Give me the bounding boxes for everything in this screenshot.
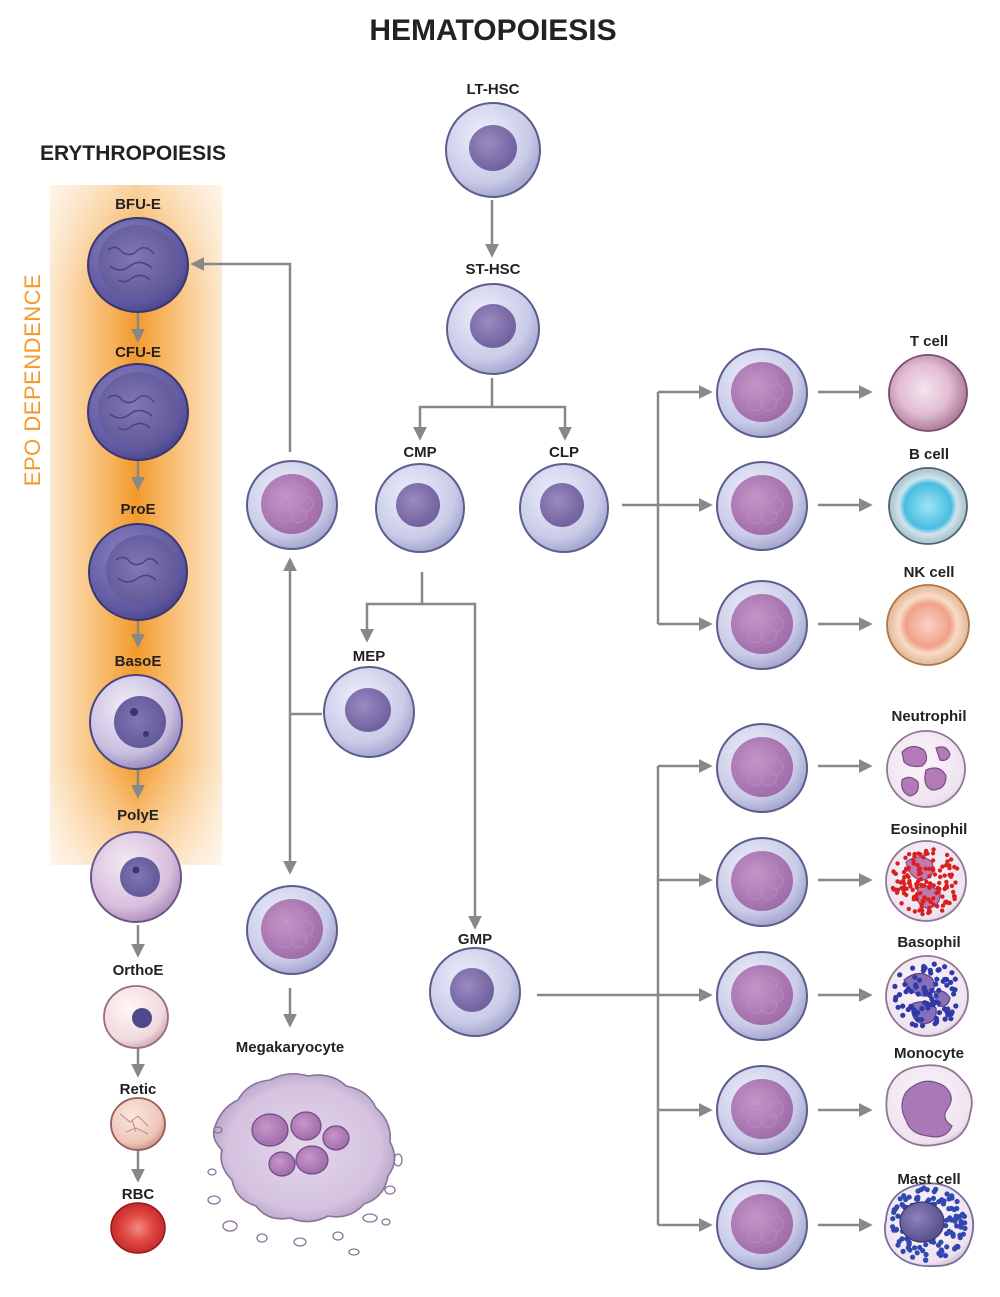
monocyte-cell [885,1064,973,1147]
label-orthoe: OrthoE [113,962,164,979]
proe-cell [88,523,188,621]
st-hsc-cell [446,283,540,375]
megakaryocyte-cell [207,1072,403,1256]
neutrophil-cell [886,730,966,808]
retic-cell [110,1097,166,1151]
progenitor-b-lineage [716,461,808,551]
label-basophil: Basophil [897,934,960,951]
diagram-title: HEMATOPOIESIS [369,14,616,47]
progenitor-monocyte-lineage [716,1065,808,1155]
label-eosinophil: Eosinophil [891,821,968,838]
cfu-e-cell [87,363,189,461]
rbc-cell [110,1202,166,1254]
progenitor-eosinophil-lineage [716,837,808,927]
arrow-cmp-mep [360,572,424,643]
arrow-sthsc-cmp [413,378,494,441]
t-cell [888,354,968,432]
committed-progenitors [246,348,808,1270]
basophil-cell [885,955,969,1037]
arrow-cmp-gmp [422,602,482,930]
erythropoiesis-heading: ERYTHROPOIESIS [40,142,226,165]
mep-cell [323,666,415,758]
nk-cell [886,584,970,666]
eosinophil-cell [885,840,967,922]
label-st-hsc: ST-HSC [465,261,520,278]
label-b-cell: B cell [909,446,949,463]
label-nk-cell: NK cell [904,564,955,581]
orthoe-cell [103,985,169,1049]
label-cfu-e: CFU-E [115,344,161,361]
progenitor-mast-lineage [716,1180,808,1270]
bfu-e-cell [87,217,189,313]
polye-cell [90,831,182,923]
label-neutrophil: Neutrophil [892,708,967,725]
epo-dependence-label: EPO DEPENDENCE [20,274,45,486]
progenitor-erythroid-branch [246,460,338,550]
progenitor-megakaryocyte-branch [246,885,338,975]
label-basoe: BasoE [115,653,162,670]
mast-cell [883,1182,975,1268]
label-mep: MEP [353,648,386,665]
b-cell [888,467,968,545]
lineage-arrows [131,200,873,1232]
progenitor-t-lineage [716,348,808,438]
clp-cell [519,463,609,553]
label-lt-hsc: LT-HSC [466,81,519,98]
arrow-to-bfue [190,257,292,452]
label-monocyte: Monocyte [894,1045,964,1062]
label-rbc: RBC [122,1186,155,1203]
lt-hsc-cell [445,102,541,198]
label-megakaryocyte: Megakaryocyte [236,1039,344,1056]
label-retic: Retic [120,1081,157,1098]
label-bfu-e: BFU-E [115,196,161,213]
progenitor-neutrophil-lineage [716,723,808,813]
label-gmp: GMP [458,931,492,948]
cmp-cell [375,463,465,553]
label-t-cell: T cell [910,333,948,350]
arrow-sthsc-clp [492,405,572,441]
basoe-cell [89,674,183,770]
label-cmp: CMP [403,444,436,461]
label-polye: PolyE [117,807,159,824]
progenitor-basophil-lineage [716,951,808,1041]
label-mast-cell: Mast cell [897,1171,960,1188]
progenitor-nk-lineage [716,580,808,670]
gmp-cell [429,947,521,1037]
label-proe: ProE [120,501,155,518]
label-clp: CLP [549,444,579,461]
